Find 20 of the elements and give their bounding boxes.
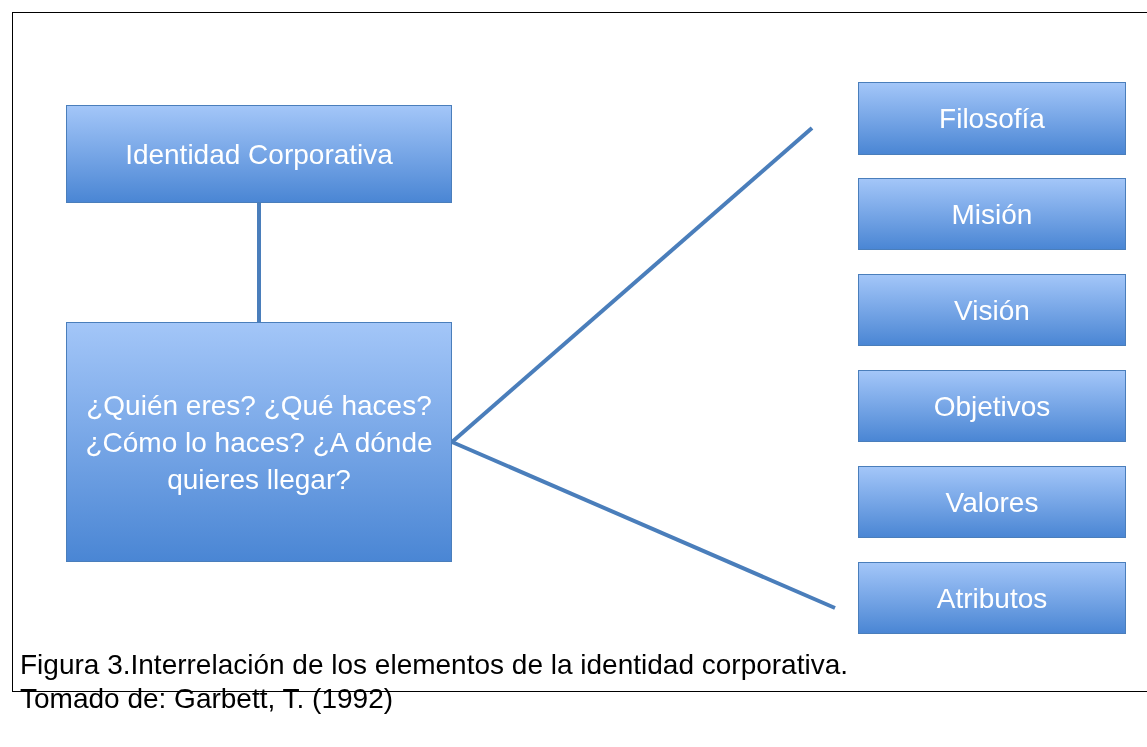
process-box [858, 178, 1126, 250]
box-text: Atributos [936, 581, 1048, 616]
connector-line [450, 126, 814, 444]
box-text: Misión [951, 197, 1033, 232]
process-box [858, 82, 1126, 155]
box-text: Visión [954, 293, 1030, 328]
process-box [858, 370, 1126, 442]
box-text: Identidad Corporativa [125, 137, 393, 172]
process-box [858, 562, 1126, 634]
connector-line [257, 203, 261, 322]
process-box [858, 274, 1126, 346]
caption: Figura 3.Interrelación de los elementos de la identidad corporativa. [20, 648, 849, 682]
connector-line [451, 440, 836, 610]
process-box [66, 105, 452, 203]
process-box [858, 466, 1126, 538]
process-box [66, 322, 452, 562]
box-text: Filosofía [939, 102, 1045, 136]
box-text: ¿Quién eres? ¿Qué haces? ¿Cómo lo haces? ¿A dónde quieres llegar? [84, 388, 434, 497]
box-text: Valores [945, 485, 1039, 520]
box-text: Objetivos [933, 389, 1051, 424]
